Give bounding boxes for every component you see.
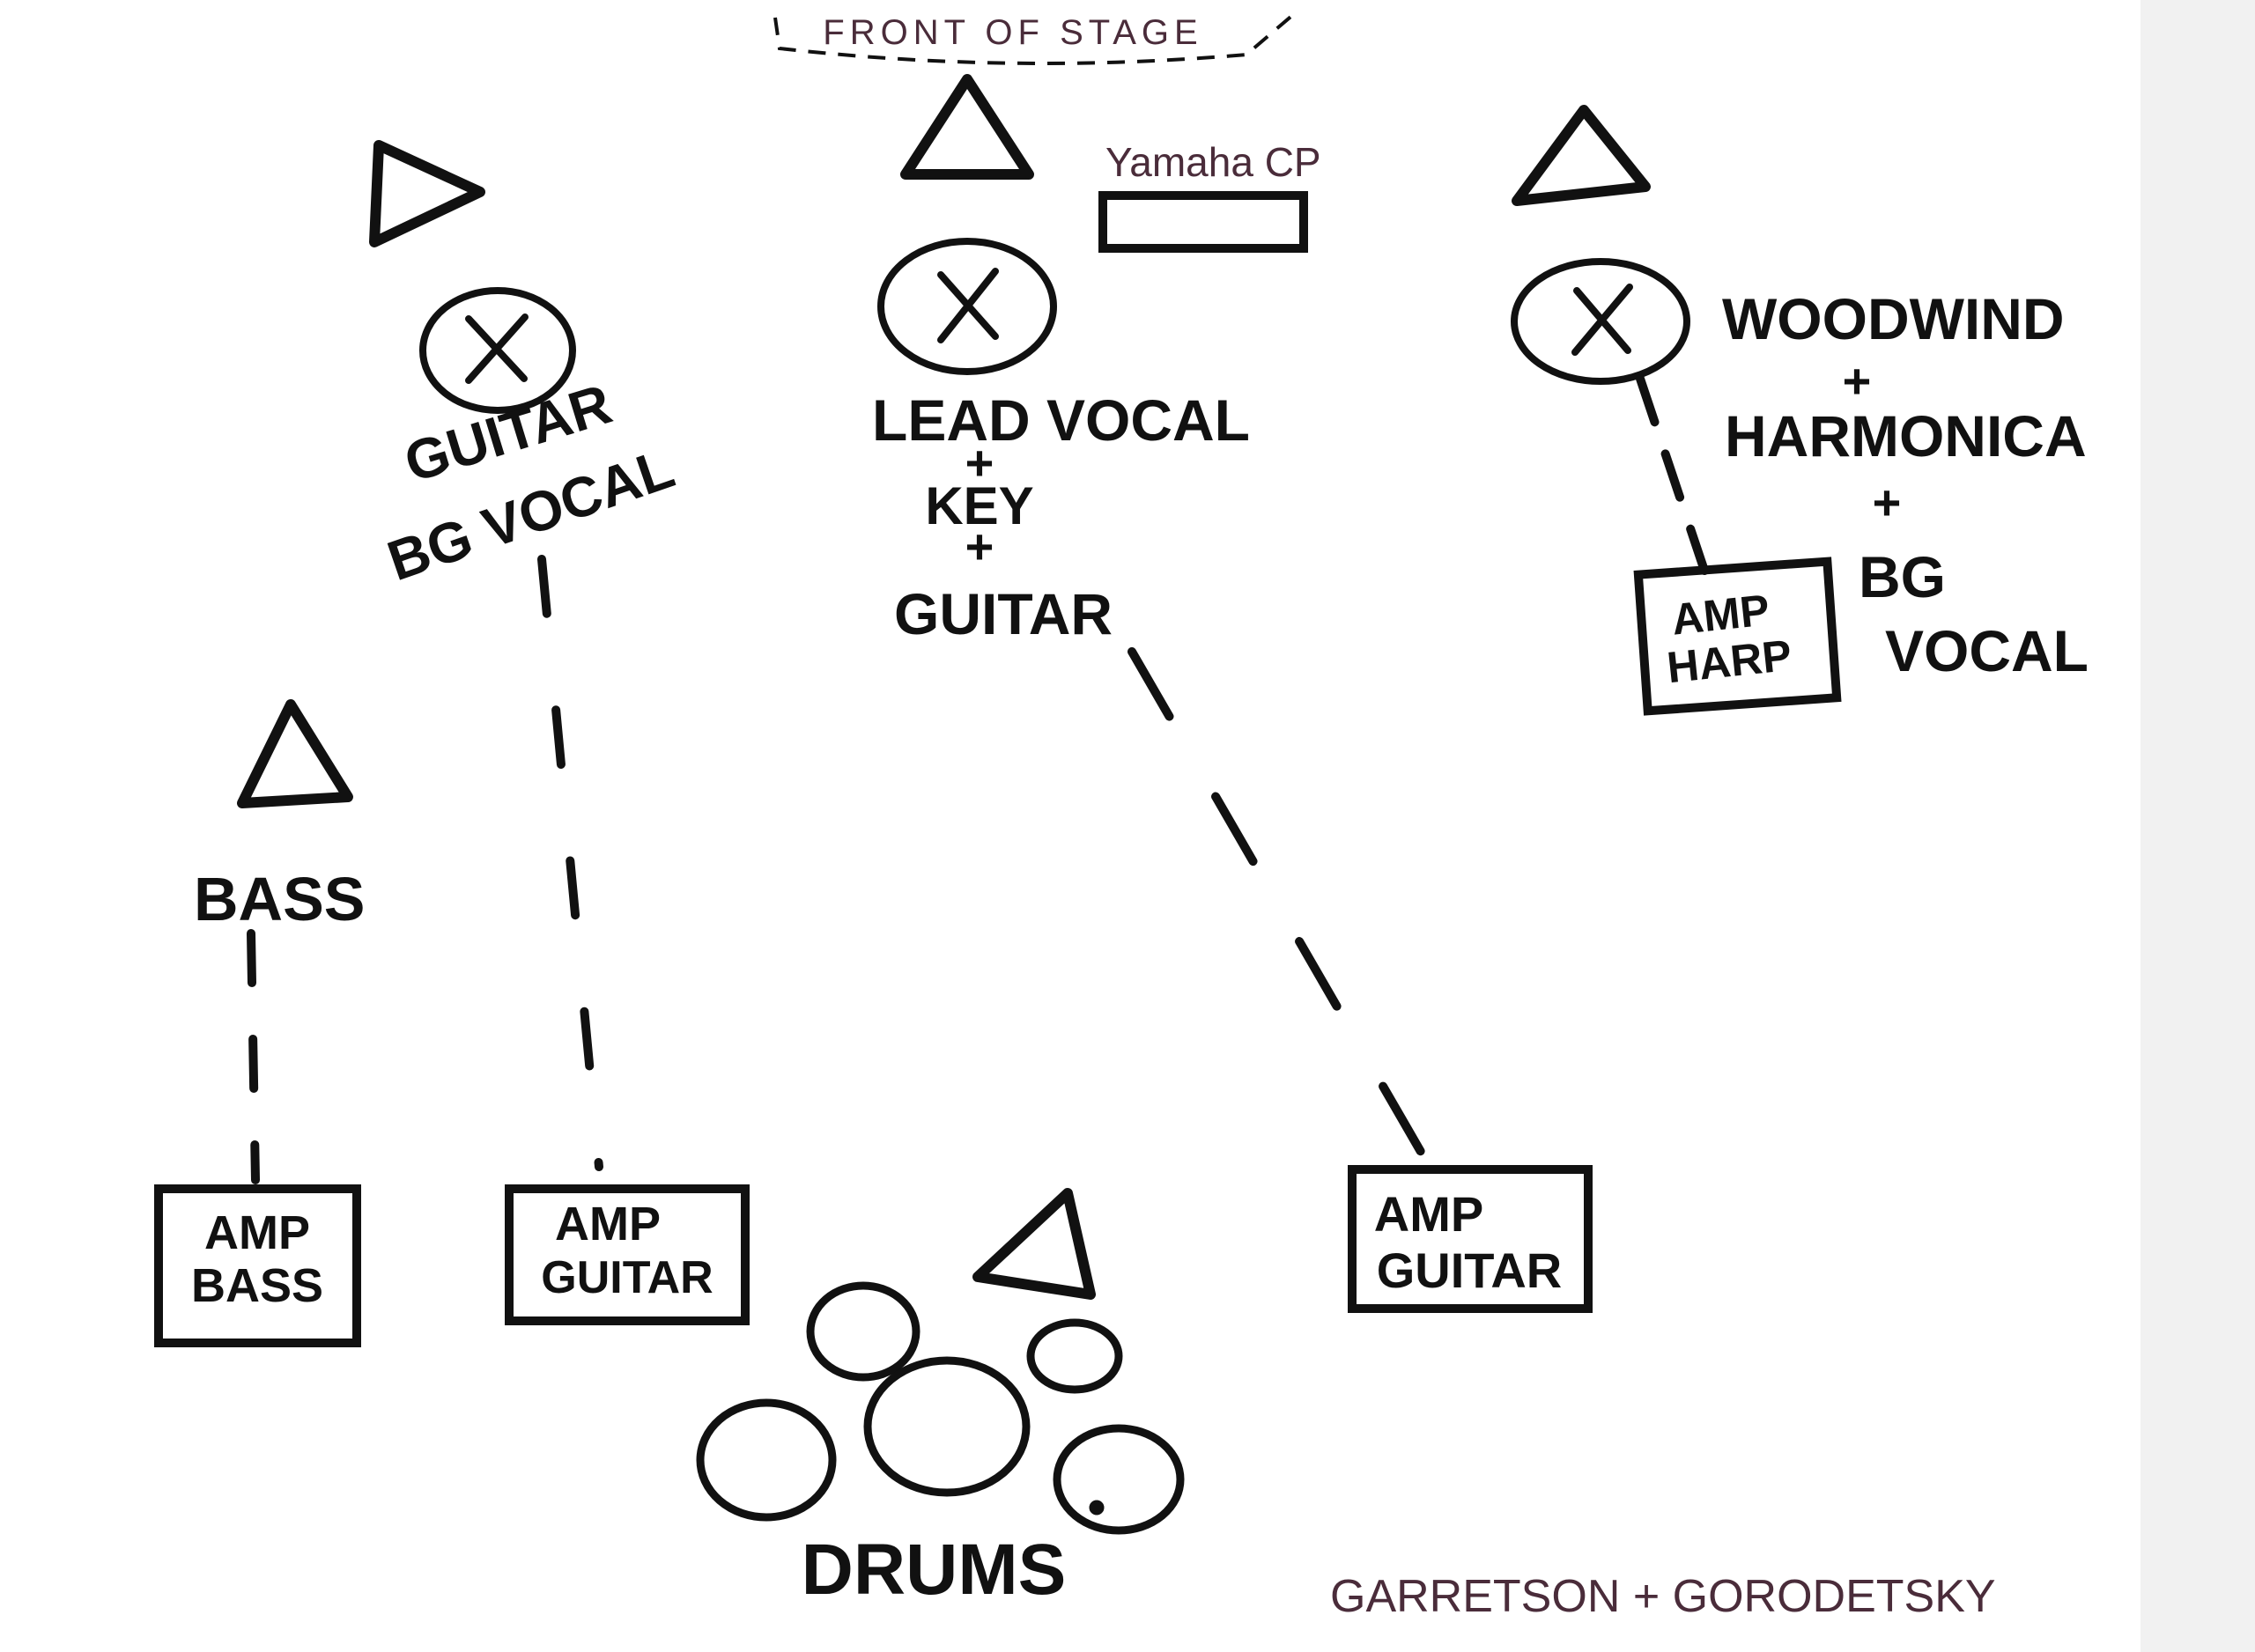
drum-kick-icon	[863, 1356, 1031, 1497]
drum-rack-tom-right-icon	[1026, 1318, 1123, 1394]
amp-left-guitar-box	[505, 1184, 750, 1325]
credit-signature: GARRETSON + GORODETSKY	[1330, 1571, 1996, 1622]
mic-cross-left-icon	[465, 313, 529, 384]
signal-connectors	[247, 374, 1709, 1184]
mic-position-center	[877, 238, 1057, 375]
amp-right-guitar-box	[1348, 1165, 1593, 1313]
mic-stand-center-icon	[877, 238, 1057, 375]
drum-floor-tom-icon	[1053, 1424, 1185, 1535]
amp-bass-line1: AMP	[204, 1206, 310, 1259]
position-right-line1: WOODWIND	[1722, 286, 2065, 351]
amp-left-guitar-line1: AMP	[555, 1198, 661, 1250]
mic-cross-right-icon	[1571, 284, 1633, 356]
position-center-label: LEAD VOCAL + KEY + GUITAR	[872, 387, 1250, 646]
drum-rack-tom-left-icon	[806, 1281, 920, 1382]
position-center-plus2: +	[965, 519, 994, 574]
mic-position-right	[1511, 258, 1690, 385]
monitor-wedge-drums-icon	[972, 1188, 1096, 1300]
amp-harp-box	[1633, 557, 1842, 716]
connector-right-to-harp-amp	[1636, 374, 1709, 575]
position-right-line3: BG	[1859, 544, 1946, 609]
connector-center-to-amp	[1128, 647, 1431, 1167]
amp-harp-line1: AMP	[1669, 585, 1771, 644]
position-right-line2: HARMONICA	[1725, 403, 2087, 468]
position-left-label: GUITAR BG VOCAL	[380, 372, 682, 593]
stage-plot-paper	[0, 0, 2140, 1652]
amp-right-guitar: AMP GUITAR	[1348, 1165, 1593, 1313]
amp-left-guitar-line2: GUITAR	[541, 1252, 713, 1303]
keyboard-yamaha-cp: Yamaha CP	[1098, 139, 1321, 253]
mic-stand-right-icon	[1511, 258, 1690, 385]
connector-left-to-amp	[537, 555, 603, 1171]
monitor-wedge-right-icon	[1512, 105, 1651, 206]
monitor-wedge-left-icon	[369, 140, 485, 247]
position-right-label: WOODWIND + HARMONICA + BG VOCAL	[1722, 286, 2089, 683]
position-center-line2: KEY	[925, 476, 1033, 535]
position-right-line4: VOCAL	[1885, 618, 2089, 683]
mic-stand-left-icon	[419, 287, 576, 414]
amp-right-guitar-line2: GUITAR	[1377, 1243, 1563, 1298]
drum-floor-tom-dot-icon	[1089, 1500, 1105, 1516]
amp-right-guitar-line1: AMP	[1374, 1186, 1483, 1242]
connector-bass-to-amp	[247, 929, 260, 1184]
keyboard-label: Yamaha CP	[1105, 139, 1321, 185]
amp-bass-box	[154, 1184, 361, 1347]
drums-label: DRUMS	[802, 1530, 1067, 1610]
amp-harp: AMP HARP	[1633, 557, 1842, 716]
mic-position-left	[419, 287, 576, 414]
drum-snare-icon	[696, 1398, 837, 1522]
front-of-stage-marker: FRONT OF STAGE	[773, 11, 1297, 65]
amp-bass-line2: BASS	[191, 1259, 323, 1312]
monitor-wedge-bass-icon	[237, 699, 353, 808]
position-right-plus1: +	[1843, 353, 1872, 409]
position-bass-label: BASS	[194, 865, 365, 933]
position-center-plus1: +	[965, 435, 994, 490]
position-center-line1: LEAD VOCAL	[872, 387, 1250, 453]
front-of-stage-label: FRONT OF STAGE	[823, 13, 1202, 52]
amp-bass: AMP BASS	[154, 1184, 361, 1347]
position-right-plus2: +	[1873, 475, 1902, 530]
amp-left-guitar: AMP GUITAR	[505, 1184, 750, 1325]
position-center-line3: GUITAR	[894, 581, 1113, 646]
drum-kit	[696, 1281, 1185, 1535]
mic-cross-center-icon	[937, 268, 999, 343]
monitor-wedge-center-icon	[900, 74, 1034, 180]
keyboard-icon	[1098, 191, 1308, 253]
